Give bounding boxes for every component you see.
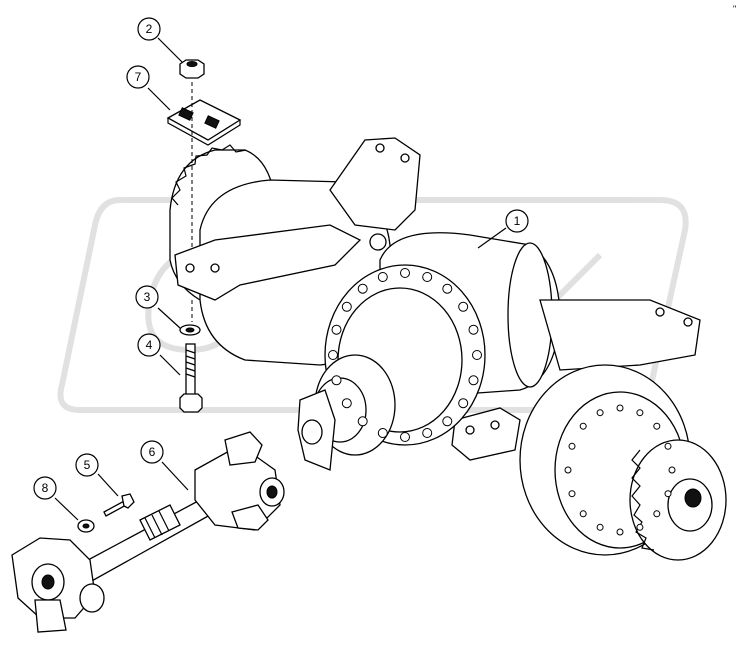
leader-line-1 [477,227,507,249]
flange-bolts [328,268,482,442]
hub-bolt-holes [564,404,676,536]
flange-bolt [377,272,388,282]
callout-8: 8 [33,476,57,500]
hub-bolt-hole [664,442,672,450]
flange-bolt [357,416,368,427]
svg-text:8: 8 [42,481,49,495]
svg-text:6: 6 [149,445,156,459]
flange-bolt [328,350,338,360]
drive-shaft-part [11,431,285,633]
flange-bolt [341,398,352,409]
flange-bolt [341,301,352,312]
leader-line-2 [157,37,183,63]
hub-bolt-hole [653,422,661,430]
callout-4: 4 [137,333,161,357]
hub-bolt-hole [636,409,644,417]
hub-bolt-hole [616,404,624,412]
callout-1: 1 [505,209,529,233]
hub-bolt-hole [564,466,572,474]
hub-bolt-hole [596,523,604,531]
svg-text:7: 7 [135,70,142,84]
flange-bolt [458,301,469,312]
flange-bolt [472,350,482,360]
flange-bolt [331,375,342,386]
hub-bolt-hole [664,490,672,498]
callout-3: 3 [135,285,159,309]
hub-bolt-hole [653,510,661,518]
svg-text:2: 2 [146,22,153,36]
svg-text:5: 5 [84,458,91,472]
hub-bolt-hole [596,409,604,417]
flange-bolt [400,268,410,278]
callout-5: 5 [75,453,99,477]
nut-part [179,59,205,79]
callouts: 1 2 3 4 5 6 7 8 [33,17,529,521]
leader-line-5 [97,473,119,497]
flange-bolt [377,428,388,438]
flange-bolt [422,272,433,282]
flange-bolt [458,398,469,409]
small-nut-part [77,519,95,533]
leader-line-3 [157,307,181,329]
leader-line-6 [161,461,189,491]
hub-bolt-hole [668,466,676,474]
leader-line-4 [159,354,181,376]
callout-7: 7 [126,65,150,89]
flange-bolt [357,283,368,294]
bolt-part [179,343,203,413]
flange-bolt [422,428,433,438]
flange-bolt [331,324,342,335]
callout-6: 6 [140,440,164,464]
flange-bolt [468,375,479,386]
hub-bolt-hole [636,523,644,531]
svg-text:1: 1 [514,214,521,228]
svg-text:3: 3 [144,290,151,304]
flange-bolt [400,432,410,442]
flange-bolt [442,283,453,294]
flange-bolt [468,324,479,335]
corner-mark: " [733,4,736,14]
washer-part [179,324,201,336]
hub-bolt-hole [616,528,624,536]
leader-line-7 [147,87,171,111]
svg-text:4: 4 [146,338,153,352]
hub-bolt-hole [568,490,576,498]
lock-plate-part [166,99,242,146]
callout-2: 2 [137,17,161,41]
leader-line-8 [54,497,79,521]
hub-bolt-hole [579,510,587,518]
hub-bolt-hole [579,422,587,430]
hub-bolt-hole [568,442,576,450]
axle-housing [169,137,727,561]
small-bolt-part [103,493,135,517]
flange-bolt [442,416,453,427]
